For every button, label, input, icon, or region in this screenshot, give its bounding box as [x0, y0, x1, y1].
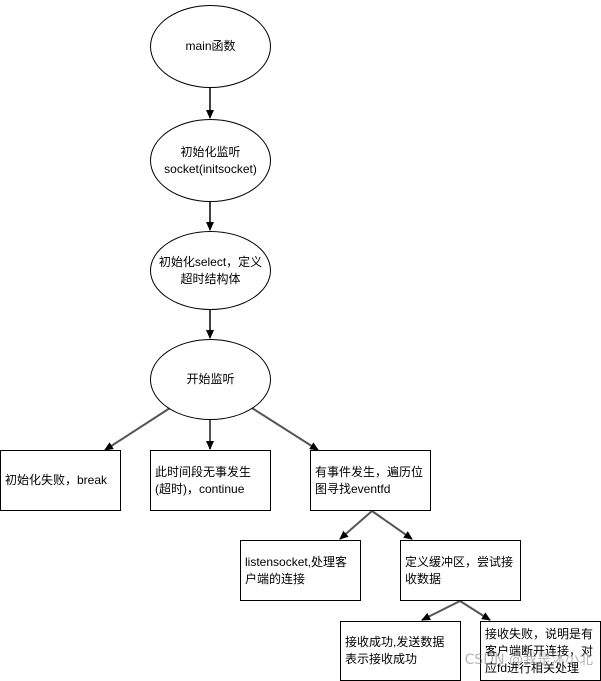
arrow-start-listen-to-has-event	[251, 407, 319, 451]
timeout-node: 此时间段无事发生(超时)，continue	[150, 450, 271, 511]
arrow-has-event-to-listensocket	[339, 510, 373, 540]
timeout-label: 此时间段无事发生(超时)，continue	[155, 464, 252, 496]
receive-success-node: 接收成功,发送数据表示接收成功	[340, 621, 461, 681]
event-occurred-label: 有事件发生，遍历位图寻找eventfd	[315, 464, 424, 496]
listensocket-node: listensocket,处理客户端的连接	[240, 540, 361, 601]
receive-fail-label: 接收失败，说明是有客户端断开连接，对应fd进行相关处理	[485, 626, 594, 675]
init-select-node: 初始化select，定义超时结构体	[150, 231, 271, 310]
init-listen-socket-node: 初始化监听 socket(initsocket)	[150, 119, 271, 202]
init-fail-node: 初始化失败，break	[0, 450, 121, 511]
define-buffer-label: 定义缓冲区，尝试接收数据	[405, 554, 514, 586]
arrow-define-buffer-to-recv-success	[421, 600, 461, 621]
listensocket-label: listensocket,处理客户端的连接	[245, 554, 348, 586]
start-listening-node: 开始监听	[150, 339, 271, 420]
receive-fail-node: 接收失败，说明是有客户端断开连接，对应fd进行相关处理	[480, 621, 601, 681]
define-buffer-node: 定义缓冲区，尝试接收数据	[400, 540, 521, 601]
init-fail-label: 初始化失败，break	[5, 473, 108, 487]
init-listen-socket-label: 初始化监听 socket(initsocket)	[164, 144, 257, 176]
arrow-start-listen-to-init-fail	[104, 407, 171, 451]
arrow-has-event-to-define-buffer	[371, 510, 413, 540]
receive-success-label: 接收成功,发送数据表示接收成功	[345, 635, 445, 666]
main-function-label: main函数	[185, 39, 236, 53]
init-select-label: 初始化select，定义超时结构体	[158, 254, 263, 286]
main-function-node: main函数	[150, 5, 271, 88]
start-listening-label: 开始监听	[186, 372, 235, 386]
event-occurred-node: 有事件发生，遍历位图寻找eventfd	[310, 450, 431, 511]
arrow-define-buffer-to-recv-fail	[459, 600, 491, 621]
